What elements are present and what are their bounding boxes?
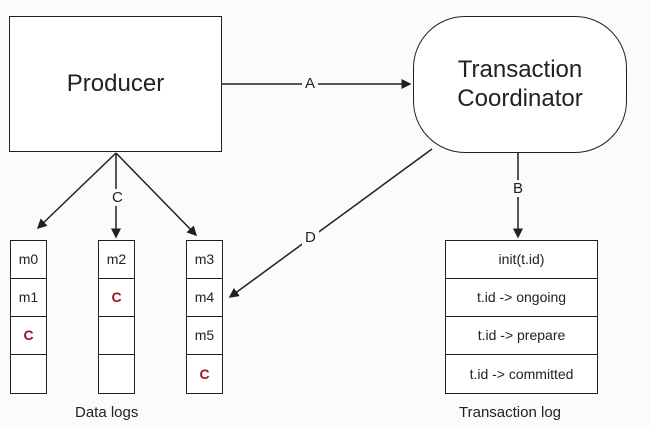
data-log-2: m3 m4 m5 C — [186, 240, 223, 394]
transaction-log: init(t.id) t.id -> ongoing t.id -> prepa… — [445, 240, 598, 394]
commit-marker: C — [199, 365, 210, 382]
empty-log-cell — [99, 355, 134, 393]
edge-label-c: C — [109, 189, 126, 206]
edge-label-d: D — [302, 229, 319, 246]
data-log-cell: m0 — [11, 241, 46, 279]
data-log-1: m2 C — [98, 240, 135, 394]
data-log-cell: m5 — [187, 317, 222, 355]
edge-c-left-line — [36, 152, 117, 230]
data-log-cell: m1 — [11, 279, 46, 317]
transaction-log-caption: Transaction log — [459, 404, 561, 421]
empty-log-cell — [99, 317, 134, 355]
producer-node: Producer — [9, 16, 222, 152]
edge-c-right-line — [115, 152, 198, 237]
empty-log-cell — [11, 355, 46, 393]
data-log-cell: m4 — [187, 279, 222, 317]
transaction-log-entry: t.id -> committed — [469, 365, 574, 382]
commit-marker: C — [11, 317, 46, 355]
transaction-log-entry: t.id -> prepare — [446, 317, 597, 355]
data-log-cell: m2 — [99, 241, 134, 279]
edge-d-line — [228, 148, 433, 298]
data-log-0: m0 m1 C — [10, 240, 47, 394]
data-log-cell: m3 — [187, 241, 222, 279]
edge-label-b: B — [510, 180, 527, 197]
edge-label-a: A — [302, 75, 319, 92]
transaction-log-entry: init(t.id) — [446, 241, 597, 279]
commit-marker: C — [99, 279, 134, 317]
data-logs-caption: Data logs — [75, 404, 139, 421]
transaction-coordinator-node: Transaction Coordinator — [413, 16, 627, 153]
transaction-log-entry: t.id -> ongoing — [446, 279, 597, 317]
